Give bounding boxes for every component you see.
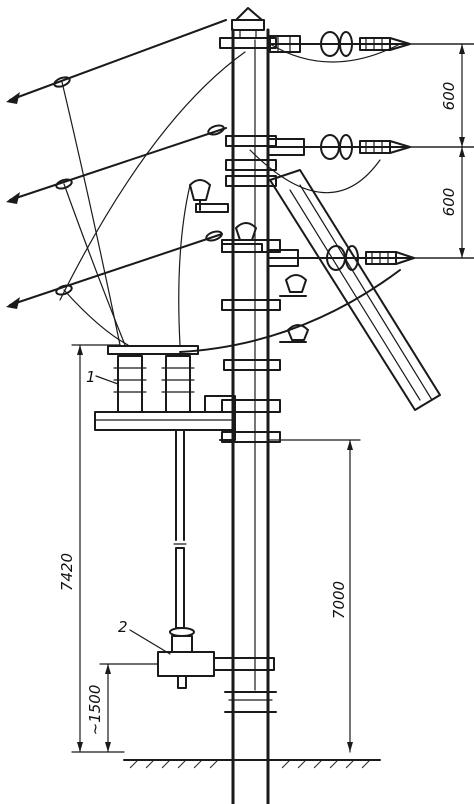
callout-1-leader bbox=[95, 375, 119, 385]
ground-line bbox=[123, 759, 381, 769]
side-insulator-right-1 bbox=[279, 274, 307, 297]
side-pin-insulators bbox=[189, 179, 309, 343]
pole-clamps bbox=[221, 135, 281, 443]
dimension-drive bbox=[99, 663, 141, 753]
dimension-drive-height: ~1500 bbox=[86, 685, 104, 736]
top-suspension-insulator bbox=[320, 31, 411, 57]
dimension-pole-height: 7000 bbox=[330, 581, 348, 619]
callout-1: 1 bbox=[86, 368, 96, 386]
manual-drive bbox=[139, 627, 275, 689]
callout-2: 2 bbox=[118, 618, 128, 636]
middle-suspension-insulator bbox=[320, 134, 411, 160]
disconnector-switch bbox=[94, 345, 236, 441]
disconnector-insulator-left bbox=[113, 355, 147, 413]
outgoing-conductors bbox=[6, 19, 227, 309]
dimension-top-spacing: 600 bbox=[440, 82, 458, 111]
jumper-wires bbox=[59, 43, 401, 353]
diagonal-strut bbox=[269, 169, 441, 411]
middle-crossarm bbox=[267, 134, 474, 160]
side-insulator-mid bbox=[221, 222, 263, 253]
dimension-overall bbox=[71, 344, 125, 753]
drive-rod bbox=[173, 429, 187, 629]
callout-2-leader bbox=[129, 629, 171, 655]
dimension-overall-height: 7420 bbox=[58, 553, 76, 591]
disconnector-insulator-right bbox=[161, 355, 195, 413]
dimension-middle-spacing: 600 bbox=[440, 188, 458, 217]
dimension-pole bbox=[267, 439, 361, 753]
side-insulator-upper bbox=[189, 179, 229, 213]
dimension-right bbox=[409, 43, 474, 259]
